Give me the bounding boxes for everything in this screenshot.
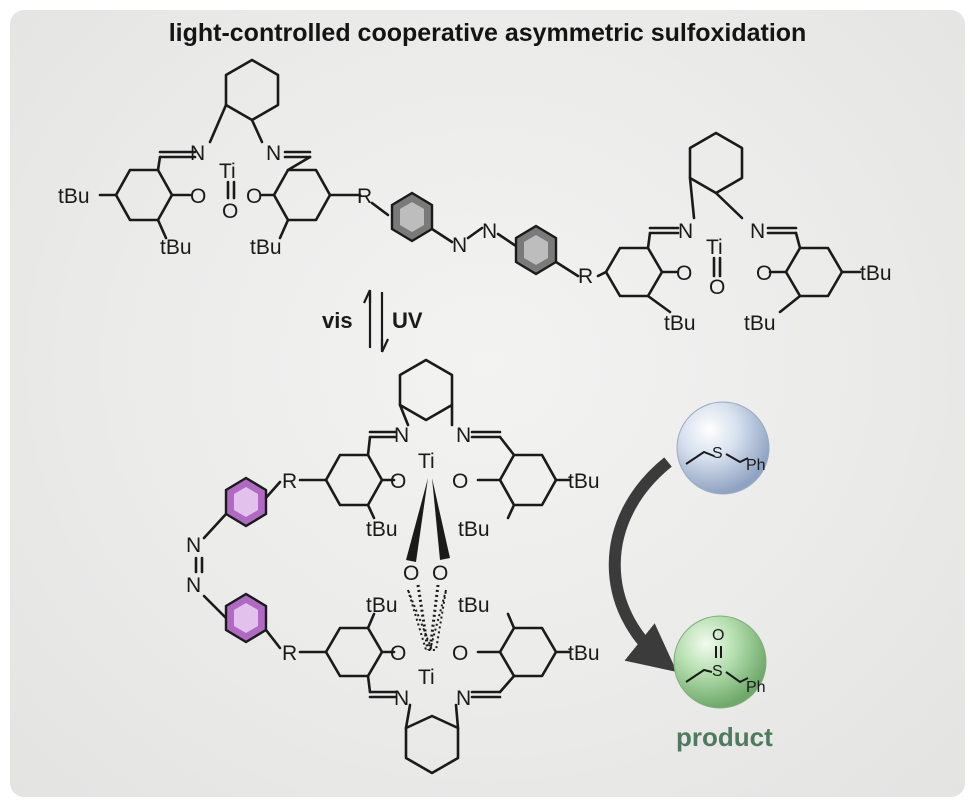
trans-complex: N N Ti O O O tBu tBu tBu R N N — [58, 58, 892, 335]
sulfur-label: S — [712, 445, 723, 462]
tbu-label: tBu — [458, 518, 490, 541]
right-phenol-ring — [498, 626, 558, 678]
phenyl-label: Ph — [746, 679, 766, 696]
left-phenol-ring — [114, 168, 174, 222]
right-phenol-ring — [498, 453, 558, 507]
tbu-label: tBu — [58, 185, 90, 208]
right-ti-salen-unit: N N Ti O O O R tBu tBu tBu — [578, 131, 892, 335]
upper-ti-salen-unit: N N Ti O O R tBu tBu tBu — [282, 358, 600, 541]
ti-atom: Ti — [706, 236, 723, 259]
product: O S Ph product — [673, 615, 773, 752]
o-atom: O — [452, 470, 468, 493]
phenyl-label: Ph — [746, 457, 766, 474]
tbu-label: tBu — [664, 312, 696, 335]
o-atom: O — [390, 470, 406, 493]
n-atom: N — [456, 424, 471, 447]
vis-label: vis — [322, 308, 353, 333]
tbu-label: tBu — [568, 470, 600, 493]
tbu-label: tBu — [568, 642, 600, 665]
tbu-label: tBu — [366, 518, 398, 541]
o-atom: O — [756, 262, 772, 285]
o-atom: O — [390, 642, 406, 665]
background-panel — [10, 10, 965, 797]
product-sphere — [673, 615, 767, 709]
left-phenol-ring — [324, 453, 384, 507]
azo-n-atom: N — [186, 574, 201, 597]
left-ti-salen-unit: N N Ti O O O tBu tBu tBu R — [58, 58, 372, 259]
substrate: S Ph — [676, 401, 770, 495]
tbu-label: tBu — [160, 236, 192, 259]
azo-n-atom: N — [452, 234, 467, 257]
n-atom: N — [456, 687, 471, 710]
tbu-label: tBu — [860, 262, 892, 285]
substrate-sphere — [676, 401, 770, 495]
ti-atom: Ti — [418, 450, 435, 473]
azo-n-atom: N — [482, 220, 497, 243]
bridge-o-atom: O — [403, 562, 419, 585]
o-atom: O — [676, 262, 692, 285]
cyclohexane-ring — [224, 58, 280, 122]
n-atom: N — [394, 687, 409, 710]
n-atom: N — [678, 220, 693, 243]
n-atom: N — [750, 220, 765, 243]
o-atom: O — [246, 185, 262, 208]
bridge-o-atom: O — [432, 562, 448, 585]
conversion-arrow — [608, 457, 677, 673]
cis-complex: N N Ti O O R tBu tBu tBu O O — [186, 358, 600, 775]
right-phenol-ring — [272, 168, 332, 222]
oxo-o-atom: O — [709, 276, 725, 299]
cyclohexane-ring — [404, 714, 460, 775]
r-label: R — [578, 265, 593, 288]
scheme-title: light-controlled cooperative asymmetric … — [168, 19, 807, 47]
tbu-label: tBu — [744, 312, 776, 335]
r-label: R — [357, 185, 372, 208]
left-phenol-ring — [324, 626, 384, 678]
tbu-label: tBu — [458, 594, 490, 617]
cis-azobenzene-linker: N N — [186, 476, 282, 650]
tbu-label: tBu — [250, 236, 282, 259]
trans-azobenzene-linker: N N — [370, 191, 580, 278]
o-atom: O — [190, 185, 206, 208]
left-phenol-ring — [604, 246, 664, 298]
product-label: product — [676, 722, 773, 752]
ti-oxo-bridge: O O — [403, 478, 450, 651]
r-label: R — [282, 642, 297, 665]
ti-atom: Ti — [219, 160, 236, 183]
cyclohexane-ring — [398, 358, 454, 422]
sulfur-label: S — [712, 663, 723, 680]
sulfoxide-o-label: O — [712, 627, 724, 644]
cyclohexane-ring — [688, 131, 744, 195]
n-atom: N — [190, 142, 205, 165]
r-label: R — [282, 470, 297, 493]
tbu-label: tBu — [366, 594, 398, 617]
azo-n-atom: N — [186, 534, 201, 557]
lower-ti-salen-unit: O O Ti N N R tBu tBu tBu — [282, 594, 600, 775]
n-atom: N — [394, 424, 409, 447]
ti-atom: Ti — [418, 666, 435, 689]
right-phenol-ring — [784, 246, 844, 298]
photo-switch-arrows: vis UV — [322, 289, 423, 353]
n-atom: N — [266, 142, 281, 165]
oxo-o-atom: O — [222, 200, 238, 223]
uv-label: UV — [392, 308, 423, 333]
o-atom: O — [452, 642, 468, 665]
